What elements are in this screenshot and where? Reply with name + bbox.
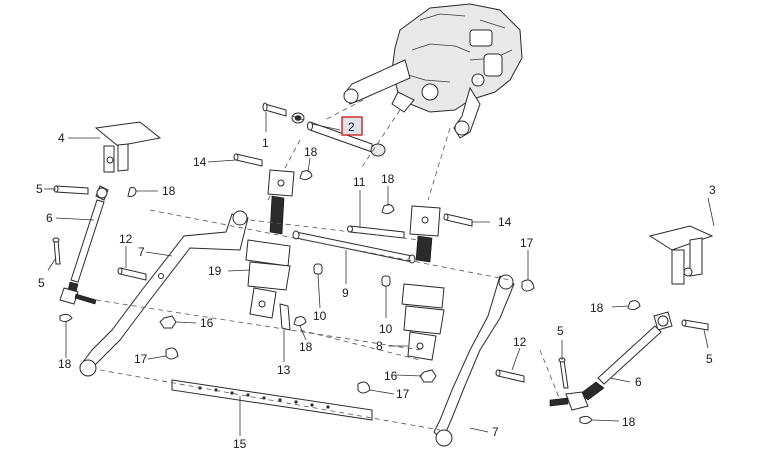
callout-18-e: 18	[590, 301, 604, 315]
bracket-right	[648, 225, 714, 285]
callout-18-c: 18	[58, 357, 72, 371]
nut-16-left	[159, 315, 177, 329]
lift-rod-right	[549, 311, 673, 411]
callout-19: 19	[208, 264, 222, 278]
callout-4: 4	[58, 131, 65, 145]
callout-3: 3	[709, 183, 716, 197]
bushing-10-right	[381, 275, 391, 287]
nut-16-right	[419, 369, 437, 383]
callout-17-a: 17	[134, 352, 148, 366]
lower-link-right	[433, 274, 515, 447]
adjuster-8	[401, 205, 445, 361]
callout-6-a: 6	[46, 211, 53, 225]
callout-11: 11	[353, 175, 366, 189]
bushing-10-left	[313, 263, 323, 275]
pin-5-left-lower	[52, 237, 61, 265]
callout-6-b: 6	[635, 375, 642, 389]
callout-18-d: 18	[381, 172, 395, 186]
callout-14-b: 14	[498, 215, 512, 229]
pin-14-right	[443, 213, 473, 227]
callout-10-a: 10	[313, 309, 327, 323]
callout-2-highlight-box	[341, 116, 363, 136]
callout-10-b: 10	[379, 322, 393, 336]
callout-5-d: 5	[557, 324, 564, 338]
callout-13: 13	[277, 363, 291, 377]
callout-5-b: 5	[38, 276, 45, 290]
clip-18-right-upper	[381, 204, 395, 215]
callout-18-a: 18	[304, 145, 318, 159]
callout-18-f: 18	[622, 415, 636, 429]
callout-18-b: 18	[162, 184, 176, 198]
callout-7-a: 7	[138, 245, 145, 259]
top-pin-and-rod	[262, 102, 386, 157]
callout-16-b: 16	[384, 369, 398, 383]
pin-12-left	[117, 267, 147, 281]
callout-16-a: 16	[200, 316, 214, 330]
clip-17-right	[521, 279, 535, 292]
callout-5-c: 5	[706, 352, 713, 366]
pin-13	[279, 303, 291, 331]
hydraulic-lift-housing	[343, 3, 523, 139]
clip-17-left	[165, 347, 179, 360]
callout-7-b: 7	[492, 425, 499, 439]
clip-18-middle-upper	[299, 170, 313, 181]
pin-5-right-upper	[681, 319, 709, 331]
callout-14-a: 14	[193, 155, 207, 169]
callout-17-c: 17	[520, 236, 534, 250]
clip-18-right-upper2	[627, 300, 641, 311]
pin-5-right-lower	[558, 357, 569, 389]
lower-link-left	[79, 210, 249, 377]
callout-15: 15	[233, 437, 247, 451]
callout-labels: 1 2 3 4 5 5 5 5 6 6 7 7 8 9 10 10 11 12 …	[36, 120, 716, 451]
clip-17-middle	[357, 381, 371, 394]
pin-5-left-upper	[53, 185, 89, 195]
clip-18-left-upper	[127, 187, 137, 197]
bracket-left	[94, 121, 162, 173]
callout-12-b: 12	[513, 335, 527, 349]
adjuster-19	[245, 169, 295, 319]
pin-12-right	[495, 369, 525, 383]
clip-18-middle-lower	[293, 316, 307, 327]
callout-9: 9	[342, 286, 349, 300]
leader-lines	[44, 112, 715, 436]
callout-17-b: 17	[396, 387, 410, 401]
callout-1: 1	[262, 136, 269, 150]
pin-11	[347, 225, 405, 239]
callout-2[interactable]: 2	[348, 120, 355, 134]
clip-18-right-lower	[579, 415, 593, 425]
clip-18-left-lower	[59, 313, 73, 323]
lift-rod-left	[59, 185, 109, 305]
callout-12-a: 12	[119, 232, 133, 246]
callout-5-a: 5	[36, 182, 43, 196]
pin-14-middle	[233, 153, 263, 167]
callout-18-g: 18	[299, 340, 313, 354]
callout-8: 8	[376, 339, 383, 353]
